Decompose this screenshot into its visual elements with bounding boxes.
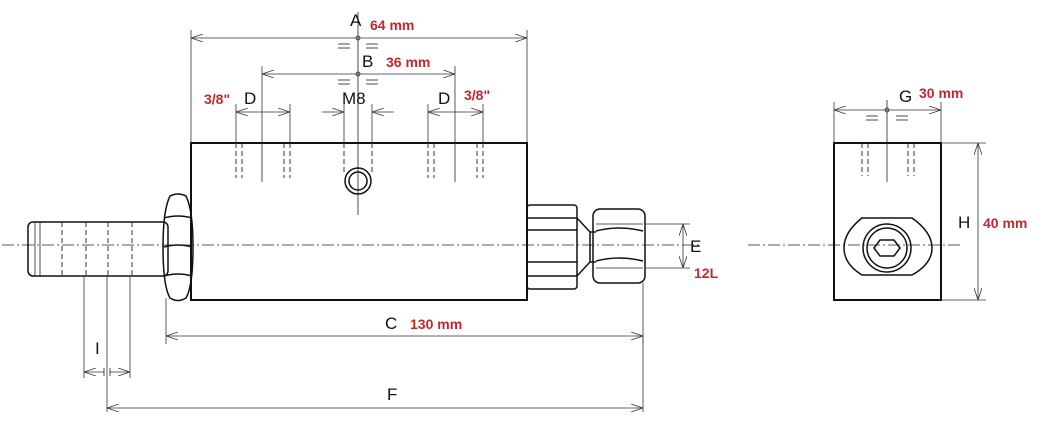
value-A: 64 mm: [370, 17, 414, 33]
dimension-I: [83, 276, 131, 378]
value-C: 130 mm: [410, 316, 462, 332]
dimension-H: [941, 142, 986, 301]
label-H: H: [958, 213, 970, 232]
label-E: E: [690, 237, 701, 256]
dimension-D-left: [235, 104, 291, 143]
dimension-C: [165, 283, 644, 344]
front-view: A 64 mm B 36 mm 3/8" D M8 D 3/8" C 130 m…: [2, 11, 719, 412]
threaded-stud: [27, 221, 169, 277]
hex-nut-right: [592, 208, 646, 284]
dimension-M8: [322, 104, 394, 143]
value-H: 40 mm: [983, 215, 1027, 231]
label-A: A: [350, 11, 362, 30]
dimension-E: [645, 223, 690, 269]
hex-end-view: [843, 217, 933, 276]
value-D-right: 3/8": [464, 87, 490, 103]
right-fitting: [526, 204, 596, 290]
valve-body: [190, 100, 528, 301]
value-B: 36 mm: [386, 54, 430, 70]
dimension-D-right: [427, 104, 484, 143]
hex-nut-left: [162, 193, 194, 302]
label-C: C: [385, 314, 397, 333]
dimension-A: [190, 12, 528, 143]
label-M8: M8: [342, 89, 366, 108]
side-body: [833, 142, 942, 301]
label-B: B: [362, 52, 373, 71]
label-G: G: [899, 87, 912, 106]
dimension-B: [261, 66, 456, 143]
label-F: F: [387, 385, 397, 404]
hex-socket-icon: [873, 239, 901, 257]
value-E: 12L: [694, 265, 719, 281]
value-D-left: 3/8": [204, 91, 230, 107]
label-D-right: D: [438, 89, 450, 108]
dimension-F: [106, 276, 644, 412]
label-D-left: D: [244, 89, 256, 108]
label-I: I: [95, 339, 100, 358]
side-view: G 30 mm H 40 mm: [748, 85, 1027, 301]
value-G: 30 mm: [919, 85, 963, 101]
dimension-G: [833, 102, 942, 143]
